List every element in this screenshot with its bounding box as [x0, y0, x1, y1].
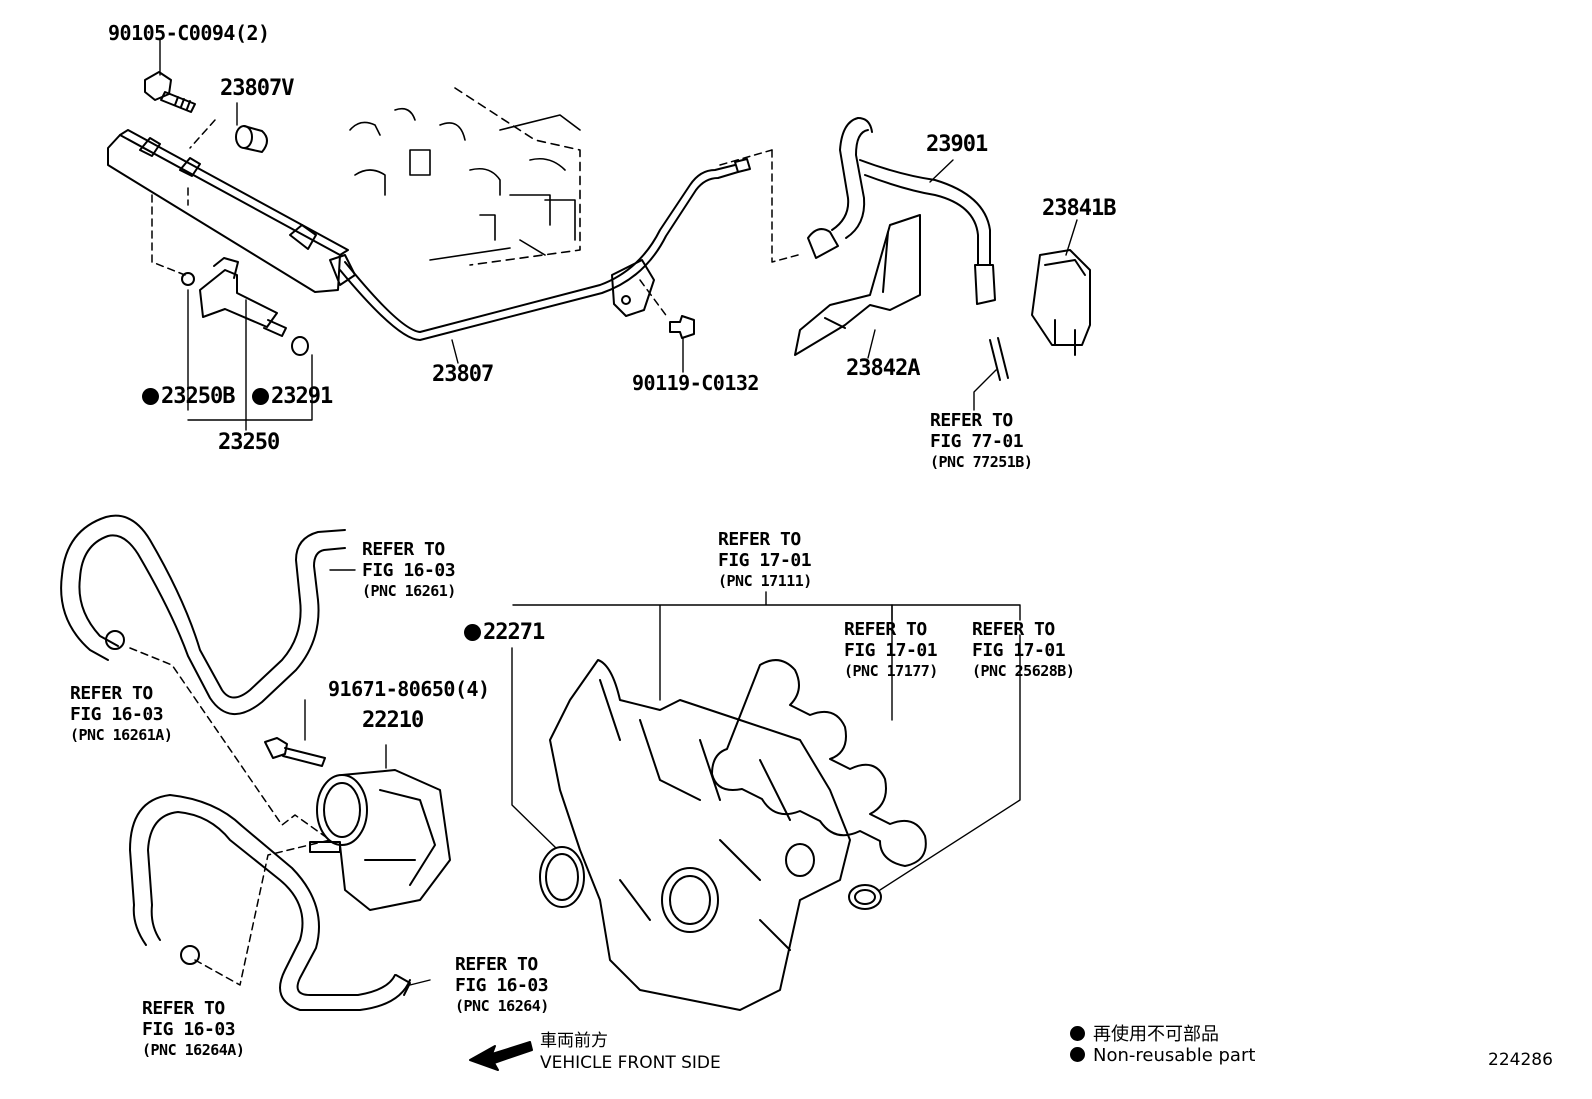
part-number: 23250B — [161, 384, 235, 409]
bolt-91671 — [264, 737, 326, 767]
refer-fig-17-01-pnc-25628b: REFER TO FIG 17-01 (PNC 25628B) — [972, 619, 1075, 682]
part-label-90119: 90119-C0132 — [632, 371, 759, 395]
part-label-23807: 23807 — [432, 362, 494, 387]
refer-fig-16-03-pnc-16261: REFER TO FIG 16-03 (PNC 16261) — [362, 539, 456, 602]
refer-line: REFER TO — [362, 539, 445, 560]
vehicle-front-label: 車両前方 VEHICLE FRONT SIDE — [540, 1030, 721, 1074]
non-reusable-dot — [252, 388, 269, 405]
fuel-pipe-23807 — [339, 158, 751, 341]
fig-line: FIG 17-01 — [718, 550, 812, 571]
part-label-23842a: 23842A — [846, 356, 920, 381]
intake-manifold — [549, 659, 851, 1011]
legend-jp-text: 再使用不可部品 — [1093, 1024, 1219, 1045]
pnc-line: (PNC 16264A) — [142, 1041, 245, 1059]
fig-line: FIG 77-01 — [930, 431, 1024, 452]
refer-fig-77-01: REFER TO FIG 77-01 (PNC 77251B) — [930, 410, 1033, 473]
bolt-90119 — [669, 315, 695, 339]
refer-line: REFER TO — [70, 683, 153, 704]
dashed-leaders-top — [151, 119, 799, 319]
refer-fig-17-01-pnc-17111: REFER TO FIG 17-01 (PNC 17111) — [718, 529, 812, 592]
part-label-22210: 22210 — [362, 708, 424, 733]
fig-line: FIG 17-01 — [844, 640, 938, 661]
dashed-leaders-bottom — [129, 647, 331, 986]
part-label-23841b: 23841B — [1042, 196, 1116, 221]
refer-line: REFER TO — [844, 619, 927, 640]
part-number: 22271 — [483, 620, 545, 645]
part-label-91671: 91671-80650(4) — [328, 677, 490, 701]
part-label-22271: 22271 — [464, 620, 545, 645]
vehicle-front-en: VEHICLE FRONT SIDE — [540, 1053, 721, 1073]
refer-line: REFER TO — [455, 954, 538, 975]
fuel-delivery-pipe — [107, 129, 356, 293]
refer-fig-17-01-pnc-17177: REFER TO FIG 17-01 (PNC 17177) — [844, 619, 938, 682]
non-reusable-dot — [142, 388, 159, 405]
hose-16264 — [129, 794, 411, 1011]
refer-fig-16-03-pnc-16261a: REFER TO FIG 16-03 (PNC 16261A) — [70, 683, 173, 746]
bolt-90105 — [144, 71, 196, 113]
refer-fig-16-03-pnc-16264: REFER TO FIG 16-03 (PNC 16264) — [455, 954, 549, 1017]
pnc-line: (PNC 16264) — [455, 997, 549, 1015]
leaders-top — [159, 39, 1078, 431]
refer-line: REFER TO — [142, 998, 225, 1019]
legend-dot — [1070, 1026, 1085, 1041]
fig-line: FIG 16-03 — [142, 1019, 236, 1040]
fig-line: FIG 16-03 — [362, 560, 456, 581]
part-label-23291: 23291 — [252, 384, 333, 409]
figure-number: 224286 — [1488, 1050, 1553, 1070]
part-label-90105: 90105-C0094(2) — [108, 21, 270, 45]
legend-en-text: Non-reusable part — [1093, 1045, 1256, 1066]
hose-23901 — [807, 117, 996, 305]
vehicle-front-jp: 車両前方 — [540, 1031, 608, 1051]
legend-dot — [1070, 1047, 1085, 1062]
refer-line: REFER TO — [718, 529, 801, 550]
pnc-line: (PNC 16261A) — [70, 726, 173, 744]
hose-16261 — [60, 514, 346, 716]
legend-jp: 再使用不可部品 — [1070, 1020, 1219, 1046]
fig-line: FIG 16-03 — [455, 975, 549, 996]
vsv-23841b — [1031, 249, 1091, 356]
part-label-23807v: 23807V — [220, 76, 294, 101]
fig-line: FIG 16-03 — [70, 704, 164, 725]
gasket-22271 — [539, 846, 585, 908]
collar-23807v — [235, 125, 268, 153]
leaders-bottom — [304, 569, 1021, 986]
gasket-17177 — [711, 659, 927, 867]
throttle-body-22210 — [309, 769, 451, 911]
gasket-25628b — [848, 884, 882, 910]
refer-line: REFER TO — [972, 619, 1055, 640]
injector-23250 — [181, 257, 309, 356]
engine-outline — [349, 87, 581, 266]
pnc-line: (PNC 77251B) — [930, 453, 1033, 471]
refer-fig-16-03-pnc-16264a: REFER TO FIG 16-03 (PNC 16264A) — [142, 998, 245, 1061]
refer-line: REFER TO — [930, 410, 1013, 431]
part-label-23901: 23901 — [926, 132, 988, 157]
vehicle-front-arrow — [469, 1041, 533, 1071]
part-number: 23291 — [271, 384, 333, 409]
cover-23842a — [794, 214, 921, 356]
pipe-77-01 — [989, 337, 1009, 381]
pnc-line: (PNC 17177) — [844, 662, 938, 680]
non-reusable-dot — [464, 624, 481, 641]
part-label-23250b: 23250B — [142, 384, 235, 409]
hose-clamps — [105, 630, 200, 965]
pnc-line: (PNC 17111) — [718, 572, 812, 590]
fig-line: FIG 17-01 — [972, 640, 1066, 661]
legend-en: Non-reusable part — [1070, 1045, 1255, 1066]
part-label-23250: 23250 — [218, 430, 280, 455]
pnc-line: (PNC 25628B) — [972, 662, 1075, 680]
pnc-line: (PNC 16261) — [362, 582, 456, 600]
